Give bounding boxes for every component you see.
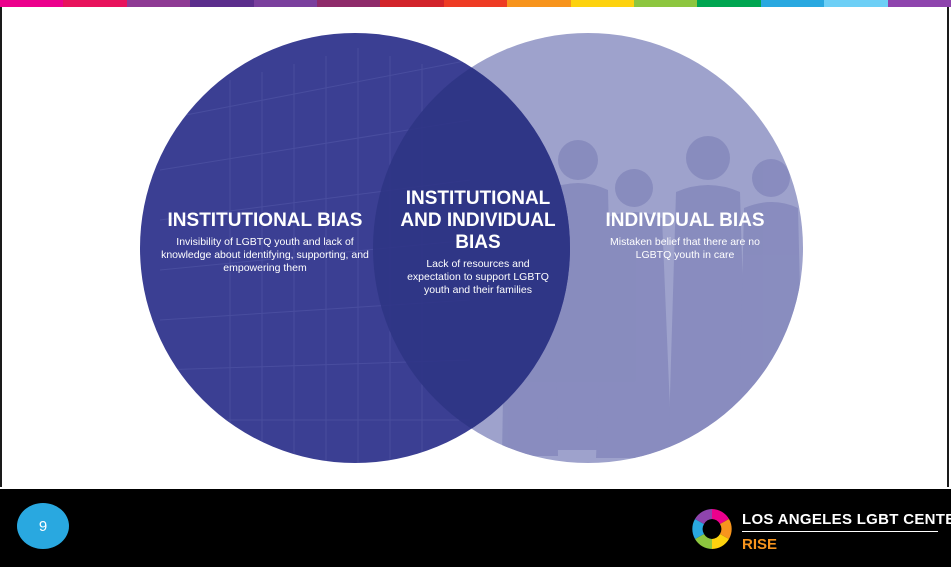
- stripe-segment: [697, 0, 761, 7]
- venn-diagram: [140, 33, 803, 463]
- stripe-segment: [634, 0, 698, 7]
- stripe-segment: [63, 0, 127, 7]
- overlap-title-line-2: AND INDIVIDUAL: [400, 210, 556, 231]
- page-number-badge: 9: [17, 503, 69, 549]
- overlap-title-line-1: INSTITUTIONAL: [405, 188, 551, 209]
- individual-bias-title: INDIVIDUAL BIAS: [605, 210, 765, 231]
- footer-bar: [0, 489, 951, 567]
- stripe-segment: [126, 0, 191, 7]
- stripe-segment: [253, 0, 318, 7]
- overlap-text: INSTITUTIONAL AND INDIVIDUAL BIAS Lack o…: [385, 188, 571, 297]
- stripe-segment: [570, 0, 635, 7]
- logo-name: LOS ANGELES LGBT CENTER: [742, 511, 951, 528]
- individual-bias-description: Mistaken belief that there are no LGBTQ …: [609, 236, 760, 261]
- center-logo-icon: [692, 509, 732, 549]
- stripe-segment: [887, 0, 951, 7]
- stripe-segment: [443, 0, 508, 7]
- overlap-description: Lack of resources and expectation to sup…: [407, 258, 549, 296]
- institutional-bias-title: INSTITUTIONAL BIAS: [167, 210, 363, 231]
- overlap-title-line-3: BIAS: [455, 232, 501, 253]
- overlap-region: [373, 33, 570, 463]
- stripe-segment: [190, 0, 254, 7]
- logo-sub: RISE: [742, 536, 778, 553]
- logo-divider: [742, 531, 938, 532]
- left-circle-text: INSTITUTIONAL BIAS Invisibility of LGBTQ…: [150, 210, 380, 275]
- stripe-segment: [824, 0, 888, 7]
- stripe-segment: [507, 0, 571, 7]
- right-circle-text: INDIVIDUAL BIAS Mistaken belief that the…: [590, 210, 780, 262]
- institutional-bias-description: Invisibility of LGBTQ youth and lack of …: [161, 236, 369, 274]
- slide-frame: [0, 7, 949, 487]
- stripe-segment: [380, 0, 444, 7]
- rainbow-stripe: [0, 0, 951, 7]
- stripe-segment: [317, 0, 381, 7]
- stripe-segment: [0, 0, 64, 7]
- stripe-segment: [760, 0, 825, 7]
